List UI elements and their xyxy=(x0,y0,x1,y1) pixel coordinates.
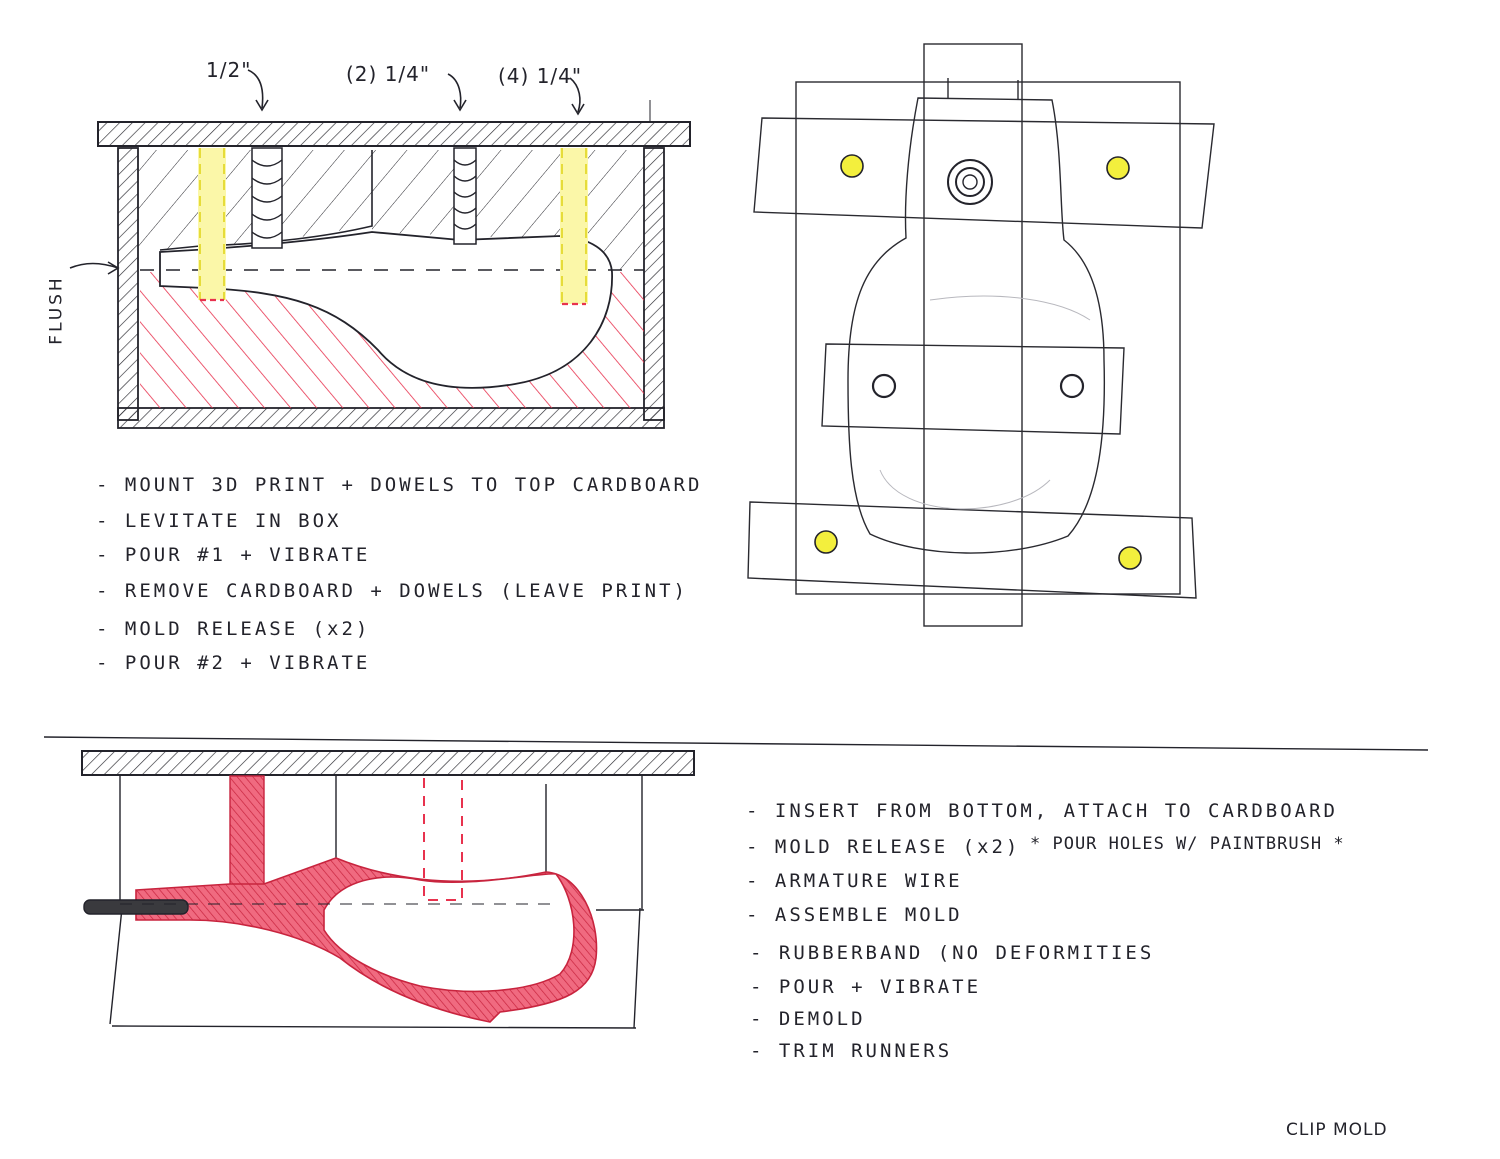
pin-top-right xyxy=(1106,156,1130,180)
step-bottom-2: - MOLD RELEASE (x2) xyxy=(746,836,1021,858)
pin-bottom-right xyxy=(1118,546,1142,570)
step-top-4: - REMOVE CARDBOARD + DOWELS (LEAVE PRINT… xyxy=(96,580,688,602)
label-flush: FLUSH xyxy=(46,275,67,345)
dowel-left xyxy=(198,148,226,302)
step-bottom-6: - POUR + VIBRATE xyxy=(750,976,982,998)
plan-part-outline xyxy=(847,97,1106,554)
lower-pour-region xyxy=(140,272,644,408)
step-bottom-1: - INSERT FROM BOTTOM, ATTACH TO CARDBOAR… xyxy=(746,800,1338,822)
step-top-1: - MOUNT 3D PRINT + DOWELS TO TOP CARDBOA… xyxy=(96,474,703,496)
print-profile xyxy=(159,231,613,389)
plan-center-hole xyxy=(947,159,993,205)
dowel-right xyxy=(560,148,588,306)
label-dowel-four-quarter: (4) 1/4" xyxy=(498,64,583,88)
armature-wire xyxy=(83,899,189,915)
top-cardboard xyxy=(97,121,691,147)
bottom-cardboard xyxy=(81,750,695,776)
pin-top-left xyxy=(840,154,864,178)
label-dowel-half-inch: 1/2" xyxy=(206,58,252,82)
step-top-5: - MOLD RELEASE (x2) xyxy=(96,618,371,640)
step-bottom-8: - TRIM RUNNERS xyxy=(750,1040,953,1062)
section-divider xyxy=(43,736,1429,751)
bottom-section-view xyxy=(81,750,695,1029)
label-dowel-two-quarter: (2) 1/4" xyxy=(346,62,431,86)
step-top-2: - LEVITATE IN BOX xyxy=(96,510,342,532)
paintbrush-note: * POUR HOLES W/ PAINTBRUSH * xyxy=(1030,834,1345,854)
pour-hole xyxy=(423,778,463,901)
pin-bottom-left xyxy=(814,530,838,554)
part-core-void xyxy=(323,873,575,993)
step-bottom-3: - ARMATURE WIRE xyxy=(746,870,963,892)
dowel-quarter-center xyxy=(453,147,477,245)
plan-yellow-pins xyxy=(814,154,1142,570)
signature-clip-mold: CLIP MOLD xyxy=(1286,1120,1388,1140)
step-bottom-4: - ASSEMBLE MOLD xyxy=(746,904,963,926)
step-bottom-5: - RUBBERBAND (NO DEFORMITIES xyxy=(750,942,1155,964)
top-section-view xyxy=(69,69,691,429)
step-top-3: - POUR #1 + VIBRATE xyxy=(96,544,371,566)
dowel-half-inch xyxy=(251,147,283,249)
step-bottom-7: - DEMOLD xyxy=(750,1008,866,1030)
box-left-wall xyxy=(117,147,139,421)
box-bottom-wall xyxy=(117,407,665,429)
step-top-6: - POUR #2 + VIBRATE xyxy=(96,652,371,674)
plan-side-holes xyxy=(871,373,1085,399)
box-right-wall xyxy=(643,147,665,421)
top-plan-view xyxy=(747,43,1215,627)
